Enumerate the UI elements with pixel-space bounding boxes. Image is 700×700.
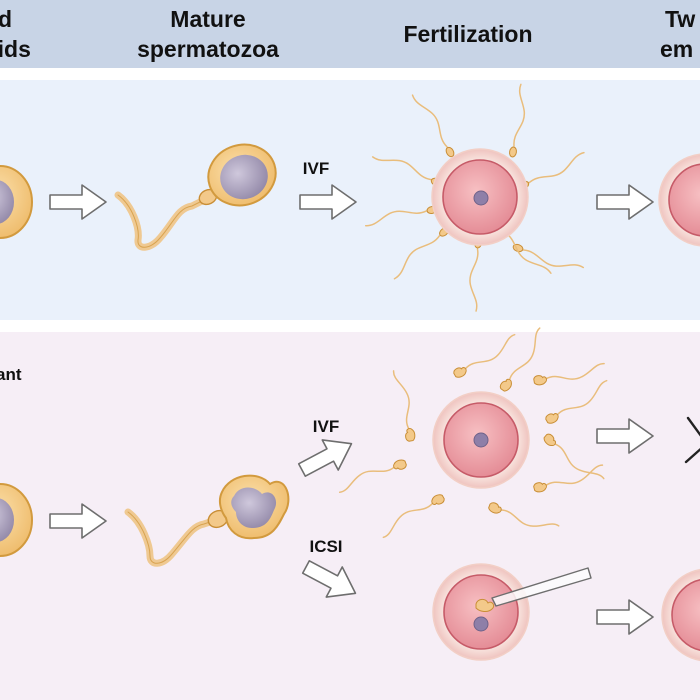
bottom-abnormal-spermatozoon xyxy=(124,474,290,567)
header-col2-line1: Mature xyxy=(170,6,245,32)
header-col4-line1: Tw xyxy=(665,6,695,32)
header-col1-line2: tids xyxy=(0,36,31,62)
top-round-spermatid xyxy=(0,165,33,239)
top-oocyte xyxy=(431,148,529,246)
bottom-icsi-label: ICSI xyxy=(309,537,342,556)
bottom-embryo xyxy=(661,568,700,662)
header-col2-line2: spermatozoa xyxy=(137,36,279,62)
header-col1-line1: d xyxy=(0,6,12,32)
bottom-ivf-oocyte xyxy=(432,391,530,489)
bottom-panel xyxy=(0,332,700,700)
header-band xyxy=(0,0,700,68)
header-col3: Fertilization xyxy=(403,21,532,47)
top-mature-spermatozoon xyxy=(114,143,277,251)
bottom-side-label: ant xyxy=(0,365,22,384)
bottom-ivf-label: IVF xyxy=(313,417,339,436)
bottom-icsi-oocyte xyxy=(432,563,530,661)
top-ivf-label: IVF xyxy=(303,159,329,178)
blocked-cross-icon xyxy=(684,416,700,464)
header-col4-line2: em xyxy=(660,36,693,62)
top-embryo xyxy=(658,153,700,247)
bottom-round-spermatid xyxy=(0,483,33,557)
injection-pipette-icon xyxy=(491,567,592,607)
